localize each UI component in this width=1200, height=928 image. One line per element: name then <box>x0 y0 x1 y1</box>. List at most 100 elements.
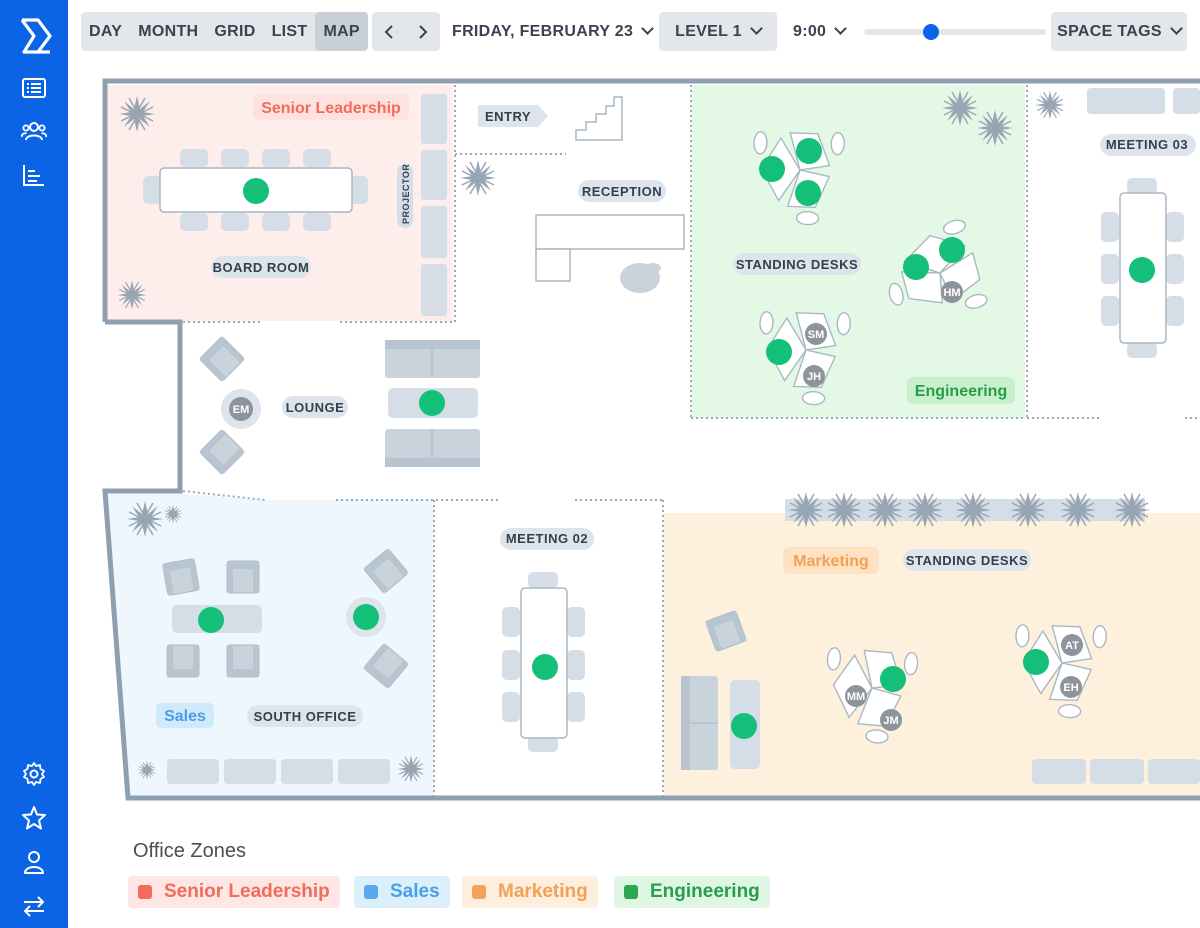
person-initials: EM <box>233 404 250 416</box>
chevron-left-icon[interactable] <box>372 12 406 51</box>
zone-tag-marketing: Marketing <box>793 553 869 570</box>
date-label: FRIDAY, FEBRUARY 23 <box>452 22 634 40</box>
armchair <box>226 644 260 678</box>
zone-engineering <box>692 85 1025 418</box>
lounge: EM LOUNGE <box>198 335 480 476</box>
level-label: LEVEL 1 <box>675 22 742 40</box>
legend-item-engineering[interactable]: Engineering <box>614 876 770 908</box>
date-selector[interactable]: FRIDAY, FEBRUARY 23 <box>452 12 655 51</box>
legend-label: Sales <box>390 881 440 902</box>
reception-label: RECEPTION <box>582 184 662 199</box>
user-icon[interactable] <box>20 848 48 876</box>
available-seat[interactable] <box>759 156 785 182</box>
available-seat[interactable] <box>796 138 822 164</box>
plant-icon <box>976 109 1014 147</box>
tab-grid[interactable]: GRID <box>214 22 256 40</box>
chevron-down-icon <box>641 22 655 35</box>
swap-icon[interactable] <box>20 892 48 920</box>
legend-item-senior-leadership[interactable]: Senior Leadership <box>128 876 340 908</box>
legend-swatch <box>624 885 638 899</box>
available-seat[interactable] <box>880 666 906 692</box>
settings-icon[interactable] <box>20 760 48 788</box>
chart-icon[interactable] <box>20 161 48 189</box>
date-nav <box>372 12 440 51</box>
tab-map[interactable]: MAP <box>315 12 368 51</box>
occupied-seat[interactable] <box>803 365 825 387</box>
plant-icon <box>117 280 148 310</box>
available-seat[interactable] <box>419 390 445 416</box>
time-slider-handle[interactable] <box>923 24 940 40</box>
person-initials: HM <box>943 287 960 299</box>
legend-item-sales[interactable]: Sales <box>354 876 450 908</box>
legend-swatch <box>138 885 152 899</box>
armchair <box>198 335 246 383</box>
available-seat[interactable] <box>353 604 379 630</box>
armchair <box>198 428 246 476</box>
tab-list[interactable]: LIST <box>271 22 308 40</box>
available-seat[interactable] <box>532 654 558 680</box>
plant-icon <box>1034 89 1066 121</box>
occupied-seat[interactable] <box>845 685 867 707</box>
available-seat[interactable] <box>243 178 269 204</box>
time-slider[interactable] <box>864 29 1046 35</box>
occupied-seat[interactable] <box>1061 634 1083 656</box>
lounge-label: LOUNGE <box>286 400 345 415</box>
available-seat[interactable] <box>903 254 929 280</box>
plant-icon <box>118 95 156 133</box>
level-selector[interactable]: LEVEL 1 <box>659 12 777 51</box>
plant-icon <box>866 491 904 529</box>
marketing-area: Marketing STANDING DESKS MM JM AT EH <box>681 491 1200 784</box>
tab-month[interactable]: MONTH <box>138 22 199 40</box>
occupied-seat[interactable] <box>1060 676 1082 698</box>
meeting-03: MEETING 03 <box>1034 88 1200 358</box>
available-seat[interactable] <box>939 237 965 263</box>
standing-desks-label: STANDING DESKS <box>736 257 858 272</box>
plant-icon <box>954 491 992 529</box>
star-icon[interactable] <box>20 804 48 832</box>
reception-area: ENTRY RECEPTION <box>459 96 685 293</box>
person-initials: SM <box>808 329 825 341</box>
plant-icon <box>906 491 944 529</box>
floor-map: PROJECTOR Senior Leadership BOARD ROOM E… <box>102 78 1200 801</box>
occupied-seat[interactable] <box>229 397 253 421</box>
available-seat[interactable] <box>1023 649 1049 675</box>
armchair <box>161 557 201 597</box>
plant-icon <box>1009 491 1047 529</box>
time-selector[interactable]: 9:00 <box>793 12 848 51</box>
legend-label: Senior Leadership <box>164 881 330 902</box>
available-seat[interactable] <box>198 607 224 633</box>
chevron-down-icon <box>834 22 848 35</box>
zone-tag-senior-leadership: Senior Leadership <box>261 100 401 117</box>
brand-logo[interactable] <box>16 14 54 54</box>
list-icon[interactable] <box>20 74 48 102</box>
person-initials: AT <box>1065 640 1079 652</box>
chevron-right-icon[interactable] <box>406 12 440 51</box>
zone-tag-sales: Sales <box>164 708 206 725</box>
occupied-seat[interactable] <box>941 281 963 303</box>
south-office-label: SOUTH OFFICE <box>254 709 357 724</box>
available-seat[interactable] <box>795 180 821 206</box>
occupied-seat[interactable] <box>805 323 827 345</box>
engineering-area: HM SM JH STANDING DESKS Engineering <box>733 89 1015 407</box>
available-seat[interactable] <box>1129 257 1155 283</box>
plant-icon <box>1113 491 1151 529</box>
plant-icon <box>1059 491 1097 529</box>
tab-day[interactable]: DAY <box>89 22 123 40</box>
person-initials: EH <box>1063 682 1078 694</box>
plant-icon <box>787 491 825 529</box>
space-tags-label: SPACE TAGS <box>1057 22 1162 40</box>
legend-item-marketing[interactable]: Marketing <box>462 876 598 908</box>
space-tags-selector[interactable]: SPACE TAGS <box>1051 12 1187 51</box>
view-switcher: DAY MONTH GRID LIST MAP <box>81 12 368 51</box>
projector-label: PROJECTOR <box>401 164 411 224</box>
available-seat[interactable] <box>731 713 757 739</box>
meeting-02: MEETING 02 <box>500 528 594 752</box>
users-icon[interactable] <box>20 117 48 145</box>
available-seat[interactable] <box>766 339 792 365</box>
time-label: 9:00 <box>793 22 827 40</box>
armchair <box>226 560 260 594</box>
sidebar <box>0 0 68 928</box>
standing-desks-label: STANDING DESKS <box>906 553 1028 568</box>
occupied-seat[interactable] <box>880 709 902 731</box>
chevron-down-icon <box>1169 22 1183 35</box>
